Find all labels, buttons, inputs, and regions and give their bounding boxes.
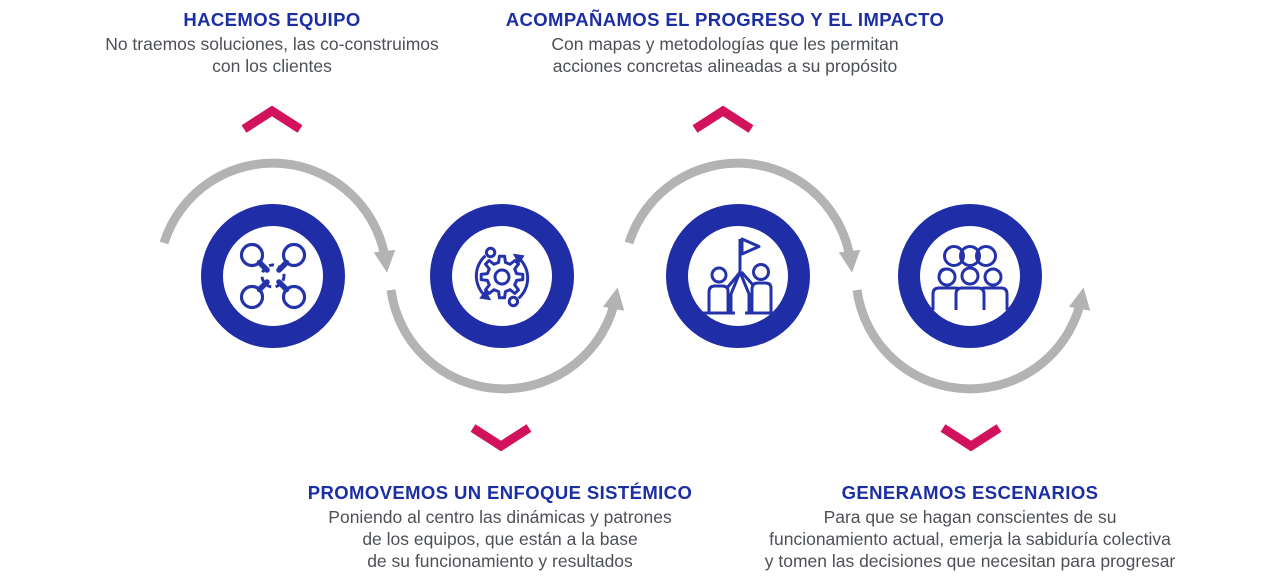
step-1-circle	[201, 204, 345, 348]
step-3-label: ACOMPAÑAMOS EL PROGRESO Y EL IMPACTO Con…	[495, 7, 955, 77]
chevron-up-icon	[241, 105, 303, 133]
step-3-title: ACOMPAÑAMOS EL PROGRESO Y EL IMPACTO	[505, 9, 945, 30]
step-2-circle	[430, 204, 574, 348]
step-3-line: Con mapas y metodologías que les permita…	[551, 34, 899, 54]
step-1-line: No traemos soluciones, las co-construimo…	[105, 34, 439, 54]
chevron-down-icon	[940, 424, 1002, 452]
step-2-label: PROMOVEMOS UN ENFOQUE SISTÉMICO Poniendo…	[270, 480, 730, 572]
gear-cycle-icon	[474, 246, 530, 308]
step-4-label: GENERAMOS ESCENARIOS Para que se hagan c…	[724, 480, 1216, 572]
step-4-circle	[898, 204, 1042, 348]
step-1-line: con los clientes	[212, 56, 332, 76]
step-1-label: HACEMOS EQUIPO No traemos soluciones, la…	[42, 7, 502, 77]
hands-to-center-icon	[239, 242, 307, 310]
chevron-up-icon	[692, 105, 754, 133]
step-2-line: de su funcionamiento y resultados	[367, 551, 633, 571]
step-4-line: Para que se hagan conscientes de su	[823, 507, 1117, 527]
step-4-title: GENERAMOS ESCENARIOS	[841, 482, 1099, 503]
step-2-title: PROMOVEMOS UN ENFOQUE SISTÉMICO	[307, 482, 693, 503]
step-2-line: de los equipos, que están a la base	[362, 529, 638, 549]
chevron-down-icon	[470, 424, 532, 452]
step-3-line: acciones concretas alineadas a su propós…	[552, 56, 898, 76]
step-2-line: Poniendo al centro las dinámicas y patro…	[328, 507, 672, 527]
group-people-icon	[931, 245, 1009, 310]
team-flag-icon	[702, 237, 778, 315]
step-1-title: HACEMOS EQUIPO	[183, 9, 361, 30]
step-4-line: funcionamiento actual, emerja la sabidur…	[769, 529, 1171, 549]
step-4-line: y tomen las decisiones que necesitan par…	[764, 551, 1176, 571]
step-3-circle	[666, 204, 810, 348]
